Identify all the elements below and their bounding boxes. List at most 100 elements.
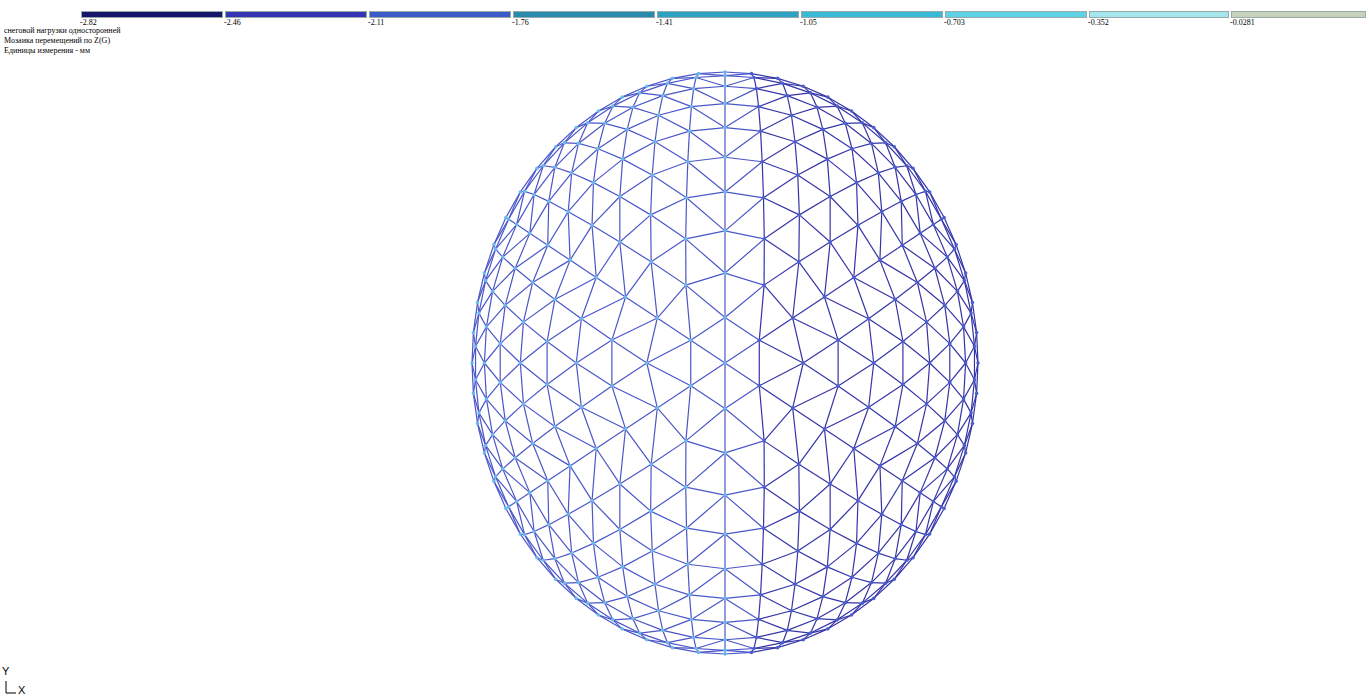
- mesh-bar: [759, 107, 761, 132]
- mesh-bar: [858, 225, 880, 260]
- mesh-node: [694, 76, 698, 80]
- mesh-bar: [622, 93, 639, 97]
- mesh-bar: [548, 481, 549, 525]
- mesh-bar: [830, 484, 858, 501]
- mesh-bar: [964, 363, 966, 399]
- mesh-bar: [725, 76, 754, 78]
- mesh-node: [796, 549, 800, 553]
- mesh-node: [504, 507, 508, 511]
- mesh-bar: [530, 195, 534, 234]
- mesh-node: [638, 631, 642, 635]
- mesh-bar: [619, 484, 620, 530]
- mesh-bar: [555, 407, 581, 426]
- mesh-bar: [838, 319, 869, 340]
- mesh-bar: [672, 647, 696, 649]
- mesh-bar: [817, 619, 837, 620]
- mesh-node: [752, 647, 756, 651]
- mesh-bar: [598, 149, 623, 159]
- mesh-bar: [830, 197, 858, 226]
- mesh-bar: [871, 553, 878, 582]
- mesh-bar: [503, 458, 515, 469]
- mesh-bar: [592, 449, 596, 501]
- mesh-bar: [612, 340, 647, 363]
- mesh-node: [723, 638, 727, 642]
- mesh-bar: [593, 543, 622, 567]
- mesh-bar: [640, 93, 663, 96]
- mesh-node: [553, 166, 557, 170]
- mesh-bar: [652, 142, 655, 175]
- mesh-node: [762, 439, 766, 443]
- mesh-bar: [659, 611, 663, 631]
- mesh-bar: [576, 340, 612, 363]
- mesh-bar: [593, 543, 598, 577]
- mesh-node: [975, 392, 979, 396]
- mesh-bar: [612, 386, 626, 429]
- mesh-bar: [685, 441, 686, 487]
- mesh-bar: [823, 567, 828, 597]
- mesh-node: [723, 652, 727, 656]
- mesh-bar: [798, 175, 800, 215]
- mesh-bar: [927, 363, 930, 404]
- mesh-bar: [798, 159, 828, 175]
- mesh-bar: [795, 129, 823, 141]
- mesh-bar: [925, 507, 941, 535]
- mesh-node: [956, 290, 960, 294]
- mesh-bar: [724, 453, 725, 495]
- mesh-node: [797, 260, 801, 264]
- mesh-bar: [626, 429, 652, 464]
- mesh-node: [880, 210, 884, 214]
- mesh-bar: [479, 399, 487, 413]
- mesh-bar: [596, 429, 625, 448]
- mesh-node: [503, 419, 507, 423]
- legend-value: -1.05: [800, 19, 817, 27]
- mesh-bar: [515, 458, 548, 481]
- mesh-bar: [691, 104, 725, 107]
- mesh-node: [798, 509, 802, 513]
- mesh-bar: [651, 262, 657, 318]
- mesh-bar: [762, 162, 798, 175]
- mesh-node: [624, 295, 628, 299]
- mesh-node: [603, 601, 607, 605]
- mesh-node: [828, 195, 832, 199]
- mesh-bar: [686, 386, 691, 441]
- mesh-node: [826, 627, 830, 631]
- mesh-bar: [534, 531, 555, 558]
- mesh-bar: [547, 385, 581, 408]
- mesh-node: [522, 320, 526, 324]
- mesh-bar: [791, 107, 817, 115]
- mesh-bar: [793, 386, 838, 408]
- legend-value: -2.82: [80, 19, 97, 27]
- mesh-bar: [950, 382, 964, 399]
- mesh-bar: [537, 147, 556, 169]
- mesh-bar: [689, 595, 725, 599]
- mesh-node: [546, 243, 550, 247]
- mesh-node: [973, 344, 977, 348]
- mesh-bar: [725, 528, 763, 534]
- mesh-node: [867, 405, 871, 409]
- mesh-node: [948, 381, 952, 385]
- mesh-bar: [555, 427, 596, 449]
- mesh-bar: [568, 514, 593, 543]
- mesh-bar: [533, 260, 570, 282]
- mesh-bar: [828, 615, 852, 629]
- mesh-bar: [687, 528, 725, 534]
- mesh-bar: [515, 444, 533, 458]
- mesh-bar: [581, 319, 612, 340]
- mesh-bar: [725, 386, 759, 409]
- mesh-bar: [845, 577, 852, 602]
- mesh-bar: [810, 619, 817, 633]
- mesh-node: [494, 247, 498, 251]
- mesh-node: [645, 361, 649, 365]
- mesh-bar: [845, 122, 862, 124]
- mesh-bar: [817, 597, 823, 619]
- mesh-bar: [725, 622, 756, 637]
- mesh-bar: [756, 89, 787, 96]
- mesh-node: [625, 595, 629, 599]
- mesh-bar: [694, 637, 725, 639]
- mesh-bar: [564, 123, 587, 143]
- mesh-bar: [941, 219, 956, 244]
- mesh-bar: [691, 386, 725, 409]
- mesh-bar: [724, 363, 725, 409]
- mesh-bar: [920, 493, 933, 502]
- mesh-bar: [687, 528, 688, 564]
